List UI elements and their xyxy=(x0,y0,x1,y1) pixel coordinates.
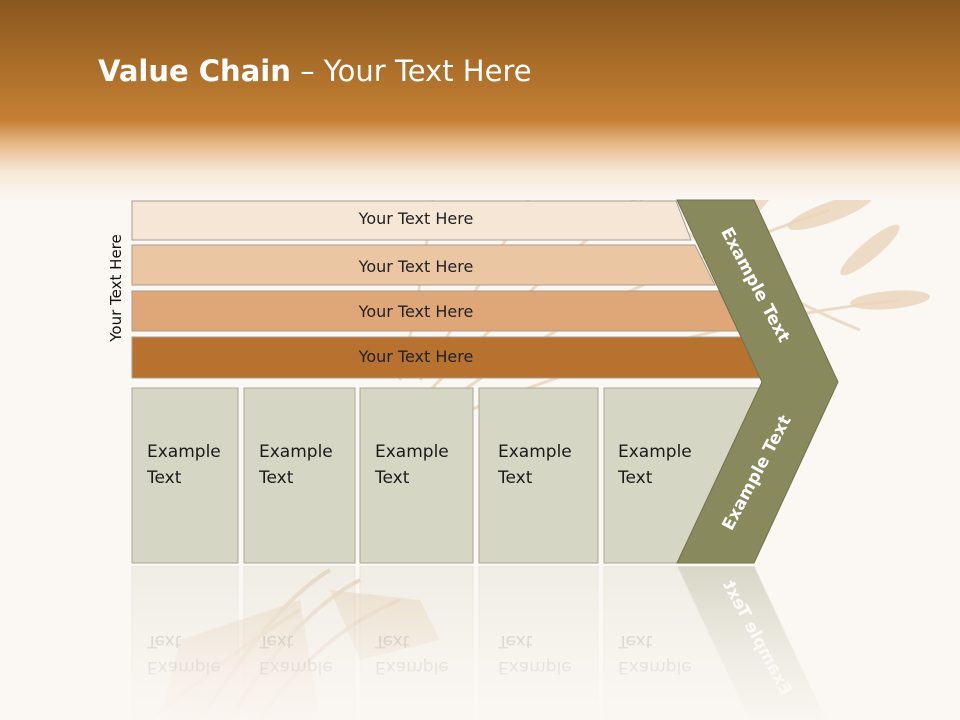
bar-label-2: Your Text Here xyxy=(358,257,474,276)
reflection-box-label-5-line1: Example xyxy=(618,657,692,677)
page-title-rest: – Your Text Here xyxy=(290,54,532,88)
box-label-1-line1: Example xyxy=(147,442,221,462)
bar-shape-1 xyxy=(131,200,692,241)
reflection-box-label-1-line1: Example xyxy=(147,657,221,677)
reflection-box-label-2-line2: Text xyxy=(259,631,294,651)
box-label-2-line1: Example xyxy=(259,442,333,462)
reflection-box-label-4: Example Text xyxy=(498,628,572,680)
header-band xyxy=(0,0,960,200)
reflection-box-label-3-line2: Text xyxy=(375,631,410,651)
box-label-1-line2: Text xyxy=(147,468,182,488)
box-label-3: Example Text xyxy=(375,439,449,491)
reflection-box-label-2-line1: Example xyxy=(259,657,333,677)
reflection-box-label-5-line2: Text xyxy=(618,631,653,651)
page-title: Value Chain – Your Text Here xyxy=(98,54,532,88)
box-shape-1 xyxy=(131,387,239,564)
box-label-4: Example Text xyxy=(498,439,572,491)
box-shape-3 xyxy=(359,387,474,564)
box-label-3-line1: Example xyxy=(375,442,449,462)
reflection-box-label-1-line2: Text xyxy=(147,631,182,651)
box-shape-4 xyxy=(478,387,599,564)
reflection-box-label-2: Example Text xyxy=(259,628,333,680)
bar-label-3: Your Text Here xyxy=(358,302,474,321)
reflection-box-label-5: Example Text xyxy=(618,628,692,680)
chevron-shape xyxy=(676,199,839,564)
reflection-box-label-4-line1: Example xyxy=(498,657,572,677)
box-label-4-line2: Text xyxy=(498,468,533,488)
box-label-5-line2: Text xyxy=(618,468,653,488)
box-label-2-line2: Text xyxy=(259,468,294,488)
box-shape-2 xyxy=(243,387,356,564)
bar-label-4: Your Text Here xyxy=(358,347,474,366)
page-title-bold: Value Chain xyxy=(98,54,291,88)
box-label-3-line2: Text xyxy=(375,468,410,488)
box-label-4-line1: Example xyxy=(498,442,572,462)
reflection-box-label-4-line2: Text xyxy=(498,631,533,651)
box-label-1: Example Text xyxy=(147,439,221,491)
box-label-5: Example Text xyxy=(618,439,692,491)
reflection-box-label-1: Example Text xyxy=(147,628,221,680)
reflection-box-label-3-line1: Example xyxy=(375,657,449,677)
diagram-reflection: Example Text Example Text Example Text E… xyxy=(0,566,960,720)
box-label-2: Example Text xyxy=(259,439,333,491)
bar-label-1: Your Text Here xyxy=(358,209,474,228)
reflection-box-label-3: Example Text xyxy=(375,628,449,680)
box-label-5-line1: Example xyxy=(618,442,692,462)
bar-shape-2 xyxy=(131,244,716,286)
